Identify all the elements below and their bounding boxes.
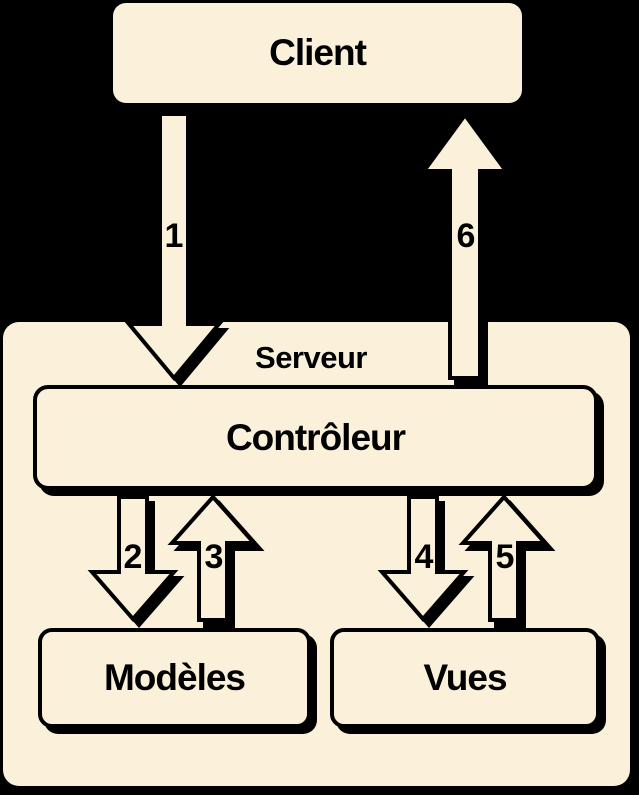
modeles-node: Modèles xyxy=(38,628,311,728)
controleur-node: Contrôleur xyxy=(33,385,598,490)
controleur-label: Contrôleur xyxy=(225,416,406,458)
arrow-3-label: 3 xyxy=(204,538,224,576)
arrow-6-label: 6 xyxy=(456,217,476,255)
vues-label: Vues xyxy=(423,657,507,698)
arrow-6 xyxy=(420,111,516,386)
arrow-2-body xyxy=(87,495,179,623)
vues-node: Vues xyxy=(330,628,600,728)
arrow-1 xyxy=(124,112,230,388)
client-node: Client xyxy=(113,3,522,103)
client-label: Client xyxy=(269,32,367,73)
arrow-6-body xyxy=(420,111,510,380)
arrow-4-label: 4 xyxy=(414,538,434,576)
arrow-5-label: 5 xyxy=(495,538,515,576)
arrow-4-body xyxy=(377,495,469,623)
arrow-5 xyxy=(458,493,556,628)
arrow-2 xyxy=(87,495,185,629)
modeles-label: Modèles xyxy=(103,657,246,698)
arrow-2-label: 2 xyxy=(123,538,143,576)
arrow-3-body xyxy=(167,493,259,622)
arrow-3 xyxy=(167,493,265,628)
arrow-1-body xyxy=(124,112,224,382)
serveur-label: Serveur xyxy=(255,340,367,375)
arrow-4 xyxy=(377,495,475,629)
arrow-5-body xyxy=(458,493,550,622)
arrow-1-label: 1 xyxy=(164,217,184,255)
